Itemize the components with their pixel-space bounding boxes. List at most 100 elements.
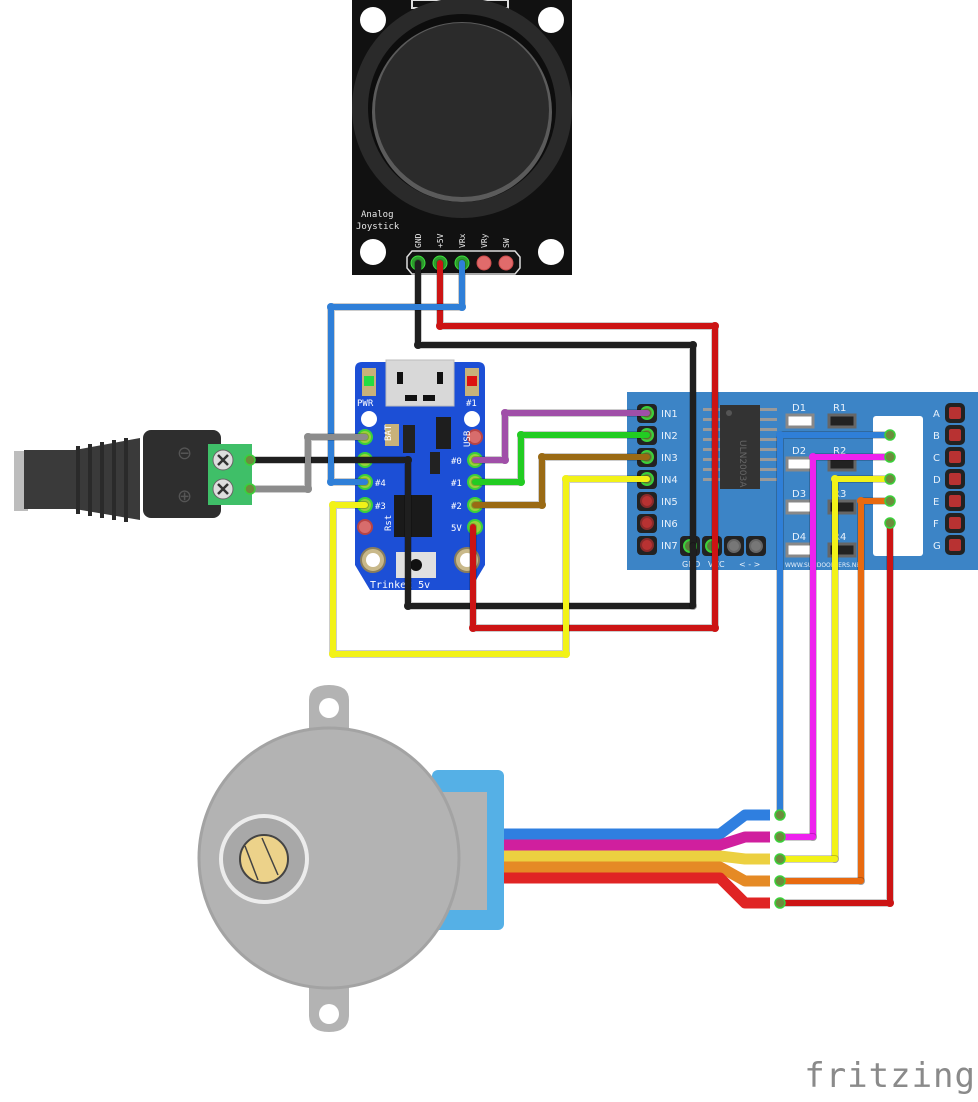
wire-pin1-in2[interactable] — [472, 432, 650, 485]
wire-bend — [886, 899, 894, 907]
connector-pin[interactable] — [774, 875, 786, 887]
dc-barrel-jack-adapter[interactable]: ⊖ ⊕ — [14, 430, 252, 522]
resistor-label: R3 — [833, 489, 846, 500]
smd-diode — [403, 425, 415, 453]
motor-wire — [504, 809, 770, 840]
wire-bend — [711, 322, 719, 330]
motor-ribbon-cable — [504, 809, 770, 909]
user-led — [467, 376, 477, 386]
wire-bend — [857, 497, 865, 505]
pwr-led — [364, 376, 374, 386]
trinket-label: Trinket 5v — [370, 580, 430, 591]
wire-pin0-in1[interactable] — [472, 410, 650, 463]
smd-transistor — [430, 452, 440, 474]
mount-hole — [319, 698, 339, 718]
reset-button-cap[interactable] — [410, 559, 422, 571]
wire-joystick-5v[interactable] — [437, 260, 718, 631]
wires — [246, 259, 894, 907]
output-label: D — [933, 475, 941, 486]
wire-bend — [404, 602, 412, 610]
output-label: C — [933, 453, 940, 464]
trinket-pin-right[interactable] — [467, 429, 483, 445]
jumper-pin[interactable] — [749, 539, 763, 553]
smd-led — [785, 413, 815, 429]
trinket-pin-label: #4 — [375, 479, 386, 489]
output-pin-d[interactable] — [949, 473, 961, 485]
joystick-pin-label: VRy — [480, 233, 489, 248]
joystick-pin-sw[interactable] — [498, 255, 514, 271]
trinket-pin-label: #0 — [451, 457, 462, 467]
mount-hole — [464, 411, 480, 427]
connector-pin[interactable] — [884, 495, 896, 507]
trinket-pin-label: #3 — [375, 502, 386, 512]
attiny85-chip — [394, 495, 432, 537]
input-pin-label: IN6 — [661, 519, 678, 530]
input-pin-in6[interactable] — [640, 516, 654, 530]
output-pin-a[interactable] — [949, 407, 961, 419]
wire-bend — [538, 501, 546, 509]
output-pin-f[interactable] — [949, 517, 961, 529]
chip-leg — [759, 468, 777, 471]
28byj48-stepper-motor[interactable] — [197, 685, 504, 1032]
wire-pin3-in4[interactable] — [330, 476, 650, 657]
output-pin-g[interactable] — [949, 539, 961, 551]
joystick-pin-label: GND — [414, 233, 423, 248]
connector-pin[interactable] — [774, 897, 786, 909]
joystick-pin-vry[interactable] — [476, 255, 492, 271]
connector-pin[interactable] — [774, 809, 786, 821]
jumper-pin[interactable] — [727, 539, 741, 553]
input-pin-label: IN1 — [661, 409, 678, 420]
wire-bend — [304, 485, 312, 493]
trinket-pin-label: BAT — [384, 424, 394, 441]
mount-hole — [366, 553, 380, 567]
wire-bend — [538, 453, 546, 461]
output-label: A — [933, 409, 940, 420]
wire-bend — [562, 650, 570, 658]
trinket-pin-left[interactable] — [357, 519, 373, 535]
connector-pin[interactable] — [244, 483, 256, 495]
mount-hole — [360, 239, 386, 265]
input-pin-label: IN3 — [661, 453, 678, 464]
input-pin-in5[interactable] — [640, 494, 654, 508]
input-pin-label: IN2 — [661, 431, 678, 442]
output-pin-c[interactable] — [949, 451, 961, 463]
output-pin-e[interactable] — [949, 495, 961, 507]
connector-pin[interactable] — [244, 454, 256, 466]
wire-bend — [517, 478, 525, 486]
usb-slot — [397, 372, 403, 384]
wire-bend — [436, 322, 444, 330]
motor-wire — [504, 861, 770, 887]
plus-symbol: ⊕ — [177, 486, 192, 507]
jack-sleeve — [24, 438, 140, 520]
led1-label: #1 — [466, 399, 477, 409]
wire-bend — [831, 475, 839, 483]
connector-pin[interactable] — [884, 451, 896, 463]
wire-bend — [404, 456, 412, 464]
wire-bend — [776, 431, 784, 439]
wire-bend — [501, 456, 509, 464]
connector-pin[interactable] — [774, 831, 786, 843]
joystick-pin-label: SW — [502, 238, 511, 248]
trinket-pin-label: Rst — [384, 515, 394, 531]
input-pin-in7[interactable] — [640, 538, 654, 552]
joystick-title-1: Analog — [361, 210, 394, 220]
wire-pin2-in3[interactable] — [472, 454, 650, 508]
connector-pin[interactable] — [774, 853, 786, 865]
motor-wire — [504, 872, 770, 909]
joystick-cap[interactable] — [375, 23, 549, 197]
chip-leg — [759, 408, 777, 411]
connector-pin[interactable] — [884, 517, 896, 529]
jumper-label: < - > — [739, 560, 760, 569]
fritzing-logo: fritzing — [804, 1056, 976, 1096]
chip-leg — [759, 458, 777, 461]
input-pin-label: IN4 — [661, 475, 678, 486]
output-pin-b[interactable] — [949, 429, 961, 441]
wire-bat[interactable] — [247, 434, 368, 492]
usb-slot — [423, 395, 435, 401]
smd-regulator — [436, 417, 451, 449]
connector-pin[interactable] — [884, 473, 896, 485]
connector-pin[interactable] — [884, 429, 896, 441]
